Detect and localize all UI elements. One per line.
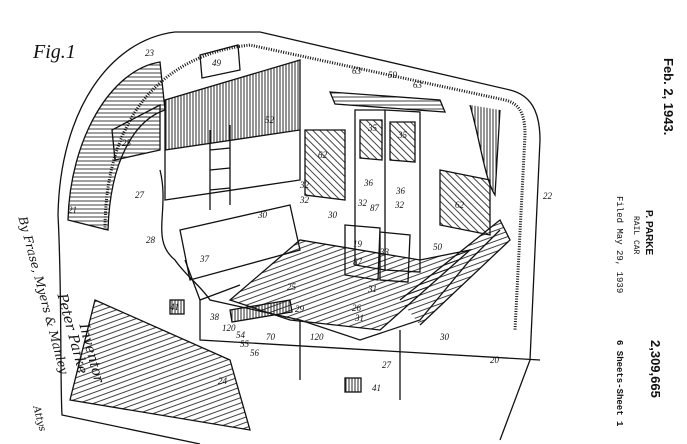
- inventor-name: P. PARKE: [643, 210, 654, 256]
- reference-numeral: 32: [394, 200, 405, 210]
- reference-numeral: 32: [299, 195, 310, 205]
- reference-numeral: 63: [352, 66, 362, 76]
- reference-numeral: 30: [327, 210, 338, 220]
- car-body: [57, 31, 541, 444]
- reference-numeral: 29: [295, 304, 305, 314]
- reference-numeral: 37: [199, 254, 210, 264]
- invention-title: RAIL CAR: [631, 216, 640, 255]
- reference-numeral: 35: [397, 130, 408, 140]
- reference-numeral: 50: [433, 242, 443, 252]
- reference-numeral: 52: [265, 115, 275, 125]
- reference-numeral: 35: [367, 123, 378, 133]
- reference-numeral: 49: [212, 58, 222, 68]
- reference-numeral: 33: [379, 247, 390, 257]
- reference-numeral: 41: [170, 302, 179, 312]
- reference-numeral: 54: [236, 330, 246, 340]
- sheet-count: 6 Sheets-Sheet 1: [614, 340, 624, 427]
- figure-label: Fig.1: [32, 41, 76, 63]
- reference-numeral: 27: [135, 190, 145, 200]
- reference-numeral: 25: [122, 138, 132, 148]
- reference-numeral: 62: [455, 200, 465, 210]
- reference-numeral: 31: [354, 313, 364, 323]
- reference-numeral: 22: [543, 191, 553, 201]
- reference-numeral: 32: [299, 180, 310, 190]
- reference-numeral: 26: [352, 303, 362, 313]
- reference-numeral: 70: [266, 332, 276, 342]
- reference-numeral: 19: [353, 239, 363, 249]
- reference-numeral: 28: [146, 235, 156, 245]
- reference-numeral: 38: [209, 312, 220, 322]
- reference-numeral: 120: [310, 332, 324, 342]
- reference-numeral: 32: [357, 198, 368, 208]
- reference-numerals: 2349252721526232302837413812054555670292…: [68, 48, 553, 393]
- reference-numeral: 87: [353, 257, 363, 267]
- reference-numeral: 87: [370, 203, 380, 213]
- reference-numeral: 31: [367, 284, 377, 294]
- reference-numeral: 56: [250, 348, 260, 358]
- reference-numeral: 24: [218, 376, 228, 386]
- reference-numeral: 23: [145, 48, 155, 58]
- reference-numeral: 120: [222, 323, 236, 333]
- reference-numeral: 63: [413, 80, 423, 90]
- reference-numeral: 25: [287, 282, 297, 292]
- patent-number: 2,309,665: [648, 340, 663, 398]
- reference-numeral: 27: [382, 360, 392, 370]
- reference-numeral: 30: [257, 210, 268, 220]
- reference-numeral: 41: [372, 383, 381, 393]
- filing-date: Filed May 29, 1939: [614, 196, 624, 294]
- reference-numeral: 20: [490, 355, 500, 365]
- reference-numeral: 62: [318, 150, 328, 160]
- reference-numeral: 36: [395, 186, 406, 196]
- reference-numeral: 21: [68, 205, 77, 215]
- patent-date: Feb. 2, 1943.: [661, 58, 676, 136]
- reference-numeral: 36: [363, 178, 374, 188]
- reference-numeral: 30: [439, 332, 450, 342]
- reference-numeral: 55: [240, 339, 250, 349]
- reference-numeral: 59: [388, 70, 398, 80]
